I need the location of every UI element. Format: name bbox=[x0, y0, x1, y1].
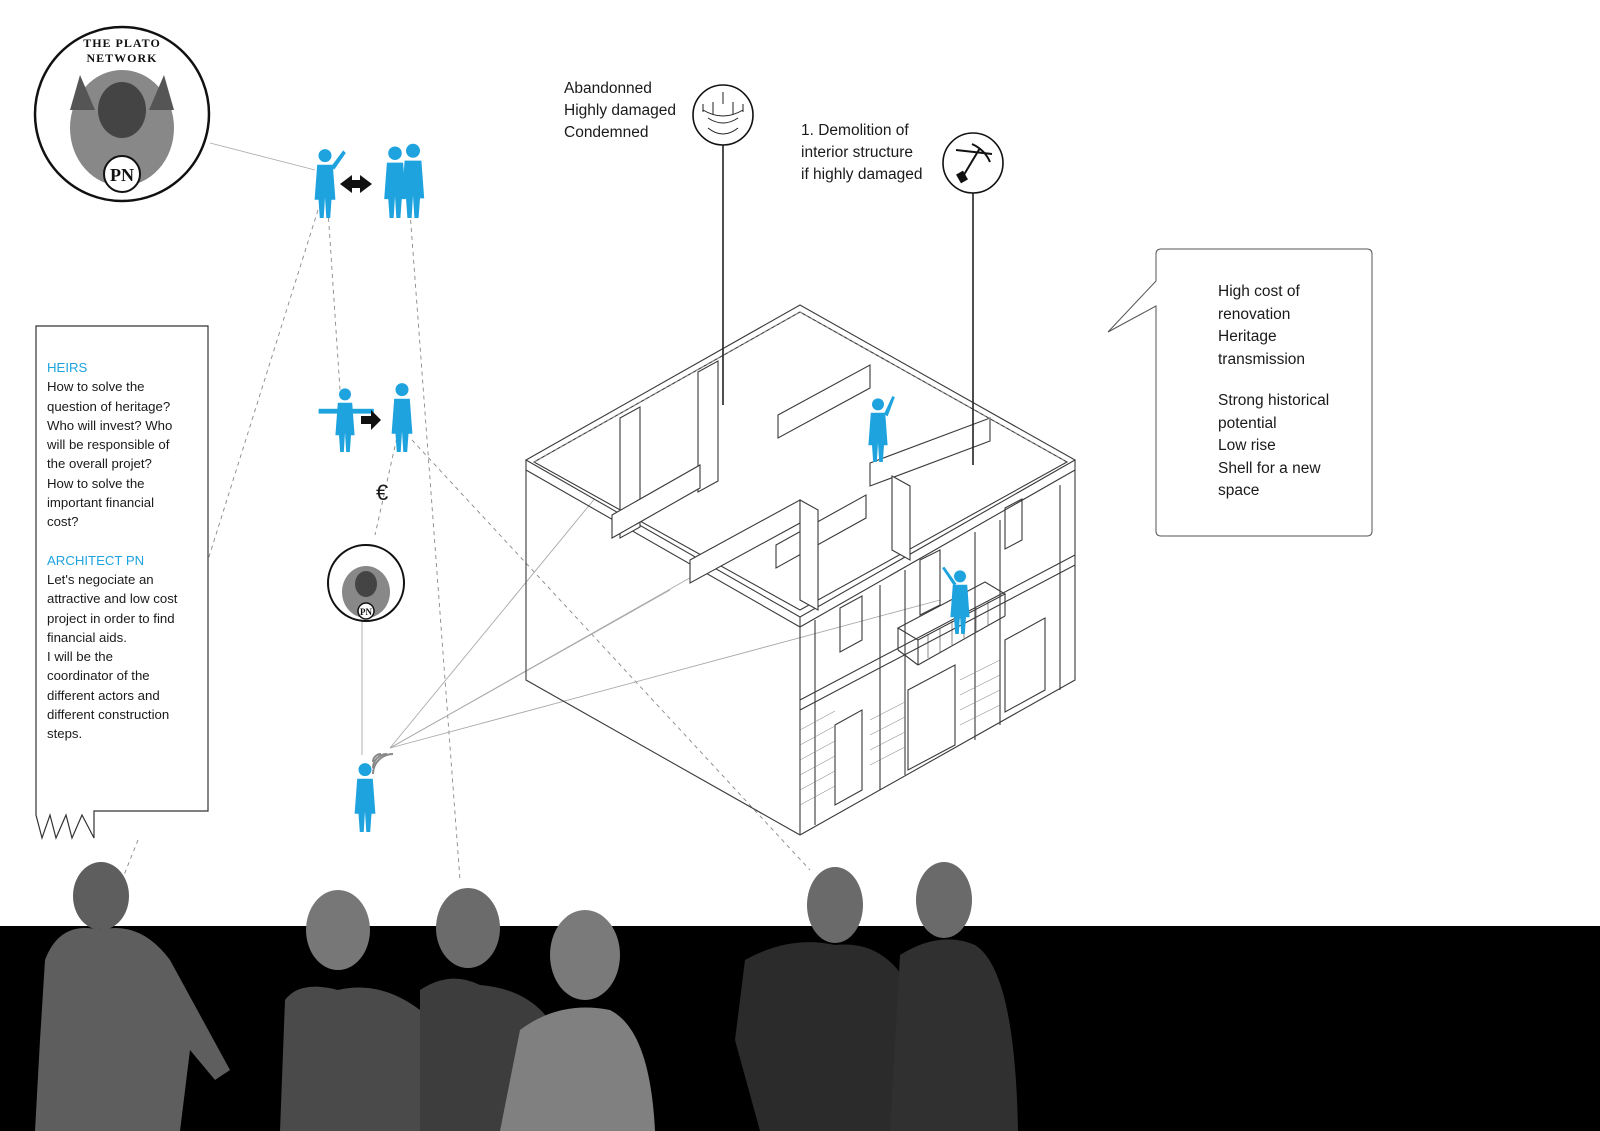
architect-text: Let's negociate an attractive and low co… bbox=[47, 571, 178, 742]
euro-symbol: € bbox=[376, 480, 389, 505]
svg-text:PN: PN bbox=[360, 607, 372, 617]
right-speech-bubble: High cost of renovation Heritage transmi… bbox=[1156, 249, 1372, 536]
figure-roof-pointing bbox=[868, 396, 895, 462]
figure-balcony-worker bbox=[942, 566, 970, 634]
building-state-label: Abandonned Highly damaged Condemned bbox=[564, 80, 677, 141]
plus-list: Strong historical potential Low rise She… bbox=[1218, 392, 1330, 499]
figure-architect-pointing bbox=[314, 149, 346, 218]
figure-carrying-beam bbox=[318, 388, 374, 452]
figure-heirs-pair bbox=[384, 146, 406, 218]
minus-list: High cost of renovation Heritage transmi… bbox=[1218, 283, 1305, 368]
architect-heading: ARCHITECT PN bbox=[47, 552, 145, 568]
double-arrow-icon bbox=[340, 175, 372, 193]
heirs-heading: HEIRS bbox=[47, 360, 88, 375]
plato-network-logo-large: PN bbox=[33, 25, 211, 203]
left-speech-bubble: HEIRS How to solve the question of herit… bbox=[36, 326, 208, 811]
label-leaders bbox=[722, 145, 974, 465]
building-drawing bbox=[524, 304, 1077, 836]
heirs-text: How to solve the question of heritage? W… bbox=[47, 379, 173, 530]
plato-network-logo-small: PN bbox=[327, 544, 405, 622]
right-arrow-icon bbox=[361, 410, 381, 430]
right-bubble-outline bbox=[1107, 248, 1373, 537]
svg-text:PN: PN bbox=[110, 165, 134, 185]
connection-lines bbox=[119, 142, 941, 886]
people-photo-collage bbox=[35, 862, 1018, 1131]
tools-icon bbox=[942, 132, 1004, 194]
logo-ring-text: THE PLATO NETWORK bbox=[83, 36, 161, 65]
left-bubble-outline bbox=[35, 325, 209, 841]
demolition-label: 1. Demolition of interior structure if h… bbox=[801, 122, 923, 183]
figure-investor bbox=[391, 383, 413, 452]
chandelier-icon bbox=[692, 84, 754, 146]
signal-icon bbox=[372, 753, 394, 775]
blue-figures bbox=[314, 143, 970, 832]
